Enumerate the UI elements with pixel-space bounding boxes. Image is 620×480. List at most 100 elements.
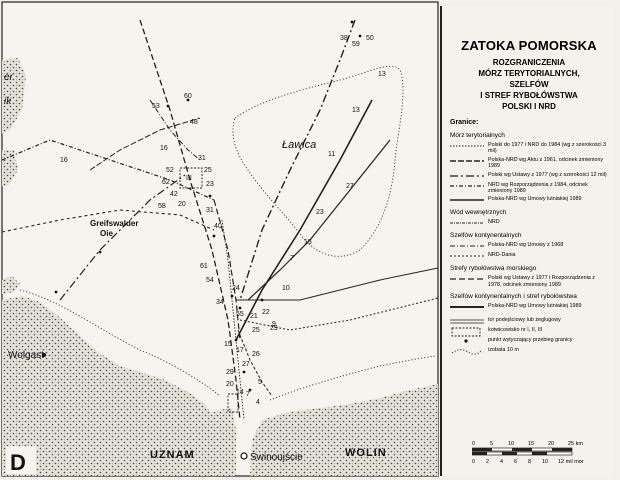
scale-km-label: 5 <box>490 441 493 447</box>
legend-item-text: izobata 10 m <box>488 347 519 354</box>
point-number: 7 <box>246 391 250 398</box>
line-swatch-icon <box>450 182 484 190</box>
point-number: 31 <box>206 207 214 214</box>
point-number: 50 <box>366 35 374 42</box>
legend-item: Polski wg Ustawy z 1977 i Rozporządzenia… <box>450 275 608 288</box>
line-swatch-icon <box>450 157 484 165</box>
legend-item: punkt wytyczający przebieg granicy <box>450 337 608 345</box>
legend-item: Polska-NRD wg Umowy lutniakiej 1989 <box>450 303 608 311</box>
legend-item-text: Polski wg Ustawy z 1977 i Rozporządzenia… <box>488 275 595 288</box>
legend-item-text: Polska-NRD wg Umowy z 1968 <box>488 242 564 249</box>
point-number: 52 <box>166 167 174 174</box>
point-number: 25 <box>252 327 260 334</box>
boundary-line-g <box>59 174 186 301</box>
point-number: 27 <box>242 361 250 368</box>
point-number: 53 <box>152 103 160 110</box>
legend-section-internal: Wód wewnętrznych <box>450 209 507 217</box>
point-number: 58 <box>158 203 166 210</box>
legend-item: Polski do 1977 i NRD do 1984 (wg z szero… <box>450 142 608 155</box>
point-number: 34 <box>216 299 224 306</box>
legend-item: NRD <box>450 219 608 227</box>
shipping-lane-icon <box>450 317 484 325</box>
swinoujscie-marker <box>240 452 248 460</box>
land-mainland-west <box>2 296 236 476</box>
legend-item: NRD-Dania <box>450 252 608 260</box>
land-wolin <box>250 384 438 476</box>
legend-item-text: Polska-NRD wg Umowy lutniakiej 1989 <box>488 303 582 310</box>
scale-bar-graphic: 0 5 10 15 20 25 km 0 2 4 6 8 10 12 mil m… <box>471 441 584 465</box>
point-number: 31 <box>198 155 206 162</box>
legend-item-text: Polska-NRD wg Aktu z 1961, odcinek zmien… <box>488 156 604 170</box>
panel-letter: D <box>10 450 26 475</box>
point-number: III <box>186 175 192 182</box>
isobath-10m <box>232 65 404 257</box>
scale-nm-label: 0 <box>472 459 475 465</box>
anchorage-ii <box>227 393 239 413</box>
line-swatch-icon <box>450 219 484 227</box>
line-swatch-icon <box>450 242 484 250</box>
point-number: 23 <box>316 209 324 216</box>
point-number: 26 <box>252 351 260 358</box>
label-uznam: UZNAM <box>150 449 195 461</box>
land-top-left <box>2 58 26 134</box>
point-number: 16 <box>160 145 168 152</box>
boundary-line-c <box>247 139 391 301</box>
anchorage-iii <box>179 167 203 189</box>
legend-item-text: NRD-Dania <box>488 252 516 259</box>
boundary-line-l <box>237 329 273 397</box>
wolgast-marker <box>42 353 46 357</box>
legend-item-text: punkt wytyczający przebieg granicy <box>488 337 573 344</box>
point-number: 42 <box>170 191 178 198</box>
scale-km-label: 15 <box>528 441 534 447</box>
boundary-line-i <box>236 267 439 301</box>
shipping-lane <box>221 219 245 421</box>
boundary-line-b <box>235 99 373 341</box>
land-left-edge <box>2 150 18 186</box>
point-number: 4 <box>256 399 260 406</box>
point-number: 22 <box>262 309 270 316</box>
legend-item-text: Polska-NRD wg Umowy lutniakiej 1989 <box>488 196 582 203</box>
point-number: 60 <box>184 93 192 100</box>
scale-nm-label: 2 <box>486 459 489 465</box>
point-number: 25 <box>204 167 212 174</box>
scale-nm-label: 8 <box>528 459 531 465</box>
legend-item: izobata 10 m <box>450 347 608 355</box>
point-number: 59 <box>352 41 360 48</box>
legend-item: kotwicowisko nr I, II, III <box>450 327 608 337</box>
legend-section-borders: Granice: <box>450 119 479 126</box>
point-number: 9 <box>272 321 276 328</box>
label-swinoujscie: Świnoujście <box>250 450 303 463</box>
scale-bar: 0 5 10 15 20 25 km 0 2 4 6 8 10 12 mil m… <box>471 439 602 470</box>
point-number: 11 <box>328 151 335 158</box>
label-lawica: Ławica <box>282 139 316 151</box>
anchorage-icon <box>450 327 484 337</box>
legend-item: Polska-NRD wg Umowy z 1968 <box>450 242 608 250</box>
line-swatch-icon <box>450 142 484 150</box>
boundary-line-h <box>213 199 241 341</box>
point-number: 27 <box>346 183 354 190</box>
legend-item: NRD wg Rozporządzenia z 1984, odcinek zm… <box>450 182 608 195</box>
legend-item: Polski wg Ustawy z 1977 (wg z szerokości… <box>450 172 608 180</box>
point-number: 7 <box>290 255 294 262</box>
scale-km-label: 0 <box>472 441 475 447</box>
legend-item-text: Polski do 1977 i NRD do 1984 (wg z szero… <box>488 142 607 155</box>
point-icon <box>450 337 484 345</box>
scale-nm-label: 4 <box>500 459 503 465</box>
legend-item: tor podejściowy lub żeglugowy <box>450 317 608 325</box>
legend-item: Polska-NRD wg Aktu z 1961, odcinek zmien… <box>450 157 608 170</box>
legend-item-text: kotwicowisko nr I, II, III <box>488 327 543 334</box>
point-number: 40 <box>214 223 222 230</box>
boundary-line-k <box>149 99 201 161</box>
label-edge-mid: ik <box>4 96 12 107</box>
line-swatch-icon <box>450 303 484 311</box>
point-number: 10 <box>282 285 290 292</box>
boundary-line-d <box>139 19 241 421</box>
point-number: 55 <box>236 311 244 318</box>
isobath-10m-east <box>269 355 437 401</box>
legend-title: ZATOKA POMORSKA <box>461 38 597 53</box>
point-number: 20 <box>178 201 186 208</box>
point-number: 20 <box>226 381 234 388</box>
label-wolin: WOLIN <box>345 447 387 459</box>
scale-km-label: 25 km <box>568 441 583 447</box>
scale-km-label: 20 <box>548 441 554 447</box>
